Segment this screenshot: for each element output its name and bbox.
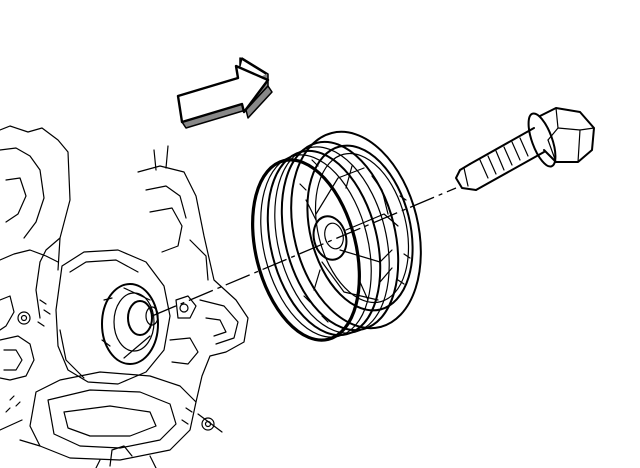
crankshaft-balancer (251, 130, 422, 342)
installation-direction-arrow (176, 57, 273, 129)
engine-front-cover (0, 125, 249, 468)
crankshaft-nose (101, 283, 159, 365)
assembly-centerline (151, 187, 457, 317)
balancer-bolt (455, 107, 595, 191)
